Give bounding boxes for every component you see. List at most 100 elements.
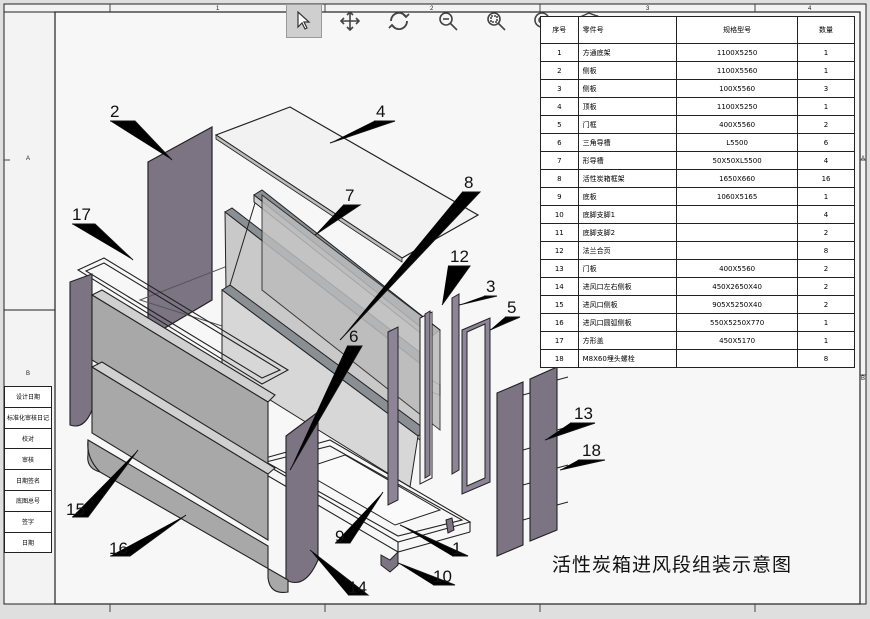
bom-cell-spec: 400X5560 xyxy=(676,259,799,278)
zoom-fit-icon xyxy=(487,12,506,31)
zone-label-left-b: B xyxy=(26,371,30,377)
select-cursor-icon xyxy=(297,11,311,30)
bom-cell-spec: 1100X5250 xyxy=(676,43,799,62)
bom-cell-part: 门框 xyxy=(577,115,678,134)
bom-cell-spec: 1100X5560 xyxy=(676,61,799,80)
part-narrow-side-panel xyxy=(451,293,460,475)
zone-label-top-2: 2 xyxy=(430,6,434,12)
bom-cell-spec: 1100X5250 xyxy=(676,97,799,116)
bom-cell-qty: 2 xyxy=(797,115,855,134)
bom-cell-index: 14 xyxy=(540,277,579,296)
rotate-icon xyxy=(388,11,410,31)
bom-cell-qty: 8 xyxy=(797,349,855,368)
bom-cell-part: 方形盖 xyxy=(577,331,678,350)
zone-labels: 1 2 3 4 A B A B xyxy=(26,6,865,382)
bom-cell-part: M8X60埋头螺栓 xyxy=(577,349,678,368)
zone-label-right-a: A xyxy=(861,156,865,162)
callout-14: 14 xyxy=(348,578,367,597)
bom-cell-index: 12 xyxy=(540,241,579,260)
part-square-cover xyxy=(76,257,290,385)
bom-cell-index: 11 xyxy=(540,223,579,242)
part-hinge-columns xyxy=(387,310,433,506)
bom-cell-part: 形导槽 xyxy=(577,151,678,170)
bom-cell-index: 8 xyxy=(540,169,579,188)
callout-15: 15 xyxy=(66,500,85,519)
bom-cell-index: 16 xyxy=(540,313,579,332)
zone-label-right-b: B xyxy=(861,376,865,382)
part-curved-inlet-plate xyxy=(87,439,289,593)
callout-6: 6 xyxy=(349,327,358,346)
bom-cell-qty: 1 xyxy=(797,331,855,350)
bom-cell-qty: 1 xyxy=(797,97,855,116)
part-inlet-panels xyxy=(90,289,276,541)
bom-cell-spec xyxy=(676,349,799,368)
title-block-cell: 日期 xyxy=(4,531,52,554)
bom-cell-index: 13 xyxy=(540,259,579,278)
part-floor-plate xyxy=(298,454,442,526)
callout-13: 13 xyxy=(574,404,593,423)
bom-cell-part: 进风口左右侧板 xyxy=(577,277,678,296)
title-block: 设计日期标准化审核日记校对审核日期签名底图总号签字日期 xyxy=(4,386,52,554)
callout-7: 7 xyxy=(345,186,354,205)
bom-cell-spec xyxy=(676,241,799,260)
zone-label-top-1: 1 xyxy=(216,6,220,12)
callout-3: 3 xyxy=(486,277,495,296)
bom-cell-spec: 450X5170 xyxy=(676,331,799,350)
bom-cell-index: 5 xyxy=(540,115,579,134)
bom-cell-index: 3 xyxy=(540,79,579,98)
title-block-row: 签字 xyxy=(4,510,52,533)
bom-header-part: 零件号 xyxy=(577,16,678,44)
select-cursor-button[interactable] xyxy=(286,4,322,38)
part-door-panels xyxy=(496,366,569,557)
bom-cell-index: 2 xyxy=(540,61,579,80)
bom-cell-spec: L5500 xyxy=(676,133,799,152)
bom-cell-qty: 4 xyxy=(797,151,855,170)
bom-cell-spec: 550X5250X770 xyxy=(676,313,799,332)
bom-cell-part: 底脚支脚2 xyxy=(577,223,678,242)
zone-label-top-3: 3 xyxy=(646,6,650,12)
zoom-fit-button[interactable] xyxy=(478,4,514,38)
bom-cell-part: 进风口圆弧侧板 xyxy=(577,313,678,332)
pan-button[interactable] xyxy=(332,4,368,38)
bom-cell-spec: 905X5250X40 xyxy=(676,295,799,314)
bom-cell-index: 6 xyxy=(540,133,579,152)
title-block-cell: 审核 xyxy=(4,448,52,471)
callout-5: 5 xyxy=(507,298,516,317)
rotate-button[interactable] xyxy=(381,4,417,38)
title-block-cell: 校对 xyxy=(4,427,52,450)
bom-cell-index: 15 xyxy=(540,295,579,314)
bom-cell-qty: 8 xyxy=(797,241,855,260)
zoom-window-button[interactable] xyxy=(430,4,466,38)
bom-cell-spec: 400X5560 xyxy=(676,115,799,134)
bom-cell-spec xyxy=(676,223,799,242)
zone-label-top-4: 4 xyxy=(808,6,812,12)
part-inlet-end-caps xyxy=(69,273,319,584)
bom-cell-qty: 3 xyxy=(797,79,855,98)
title-block-cell: 标准化审核日记 xyxy=(4,406,52,429)
bom-cell-qty: 1 xyxy=(797,313,855,332)
bom-cell-qty: 1 xyxy=(797,187,855,206)
bom-cell-index: 10 xyxy=(540,205,579,224)
bom-cell-part: 侧板 xyxy=(577,79,678,98)
bom-header-row: 序号 零件号 规格型号 数量 xyxy=(540,16,855,44)
callout-16: 16 xyxy=(109,539,128,558)
callout-1: 1 xyxy=(452,539,461,558)
callout-labels: 2 4 7 8 17 12 3 5 6 13 18 15 9 1 16 14 1… xyxy=(66,102,601,597)
bom-cell-part: 底脚支脚1 xyxy=(577,205,678,224)
zone-ticks xyxy=(4,4,866,612)
bom-cell-part: 侧板 xyxy=(577,61,678,80)
callout-17: 17 xyxy=(72,205,91,224)
bom-cell-part: 活性炭箱框架 xyxy=(577,169,678,188)
title-block-row: 审核 xyxy=(4,448,52,471)
bom-cell-spec: 450X2650X40 xyxy=(676,277,799,296)
bom-cell-part: 底板 xyxy=(577,187,678,206)
